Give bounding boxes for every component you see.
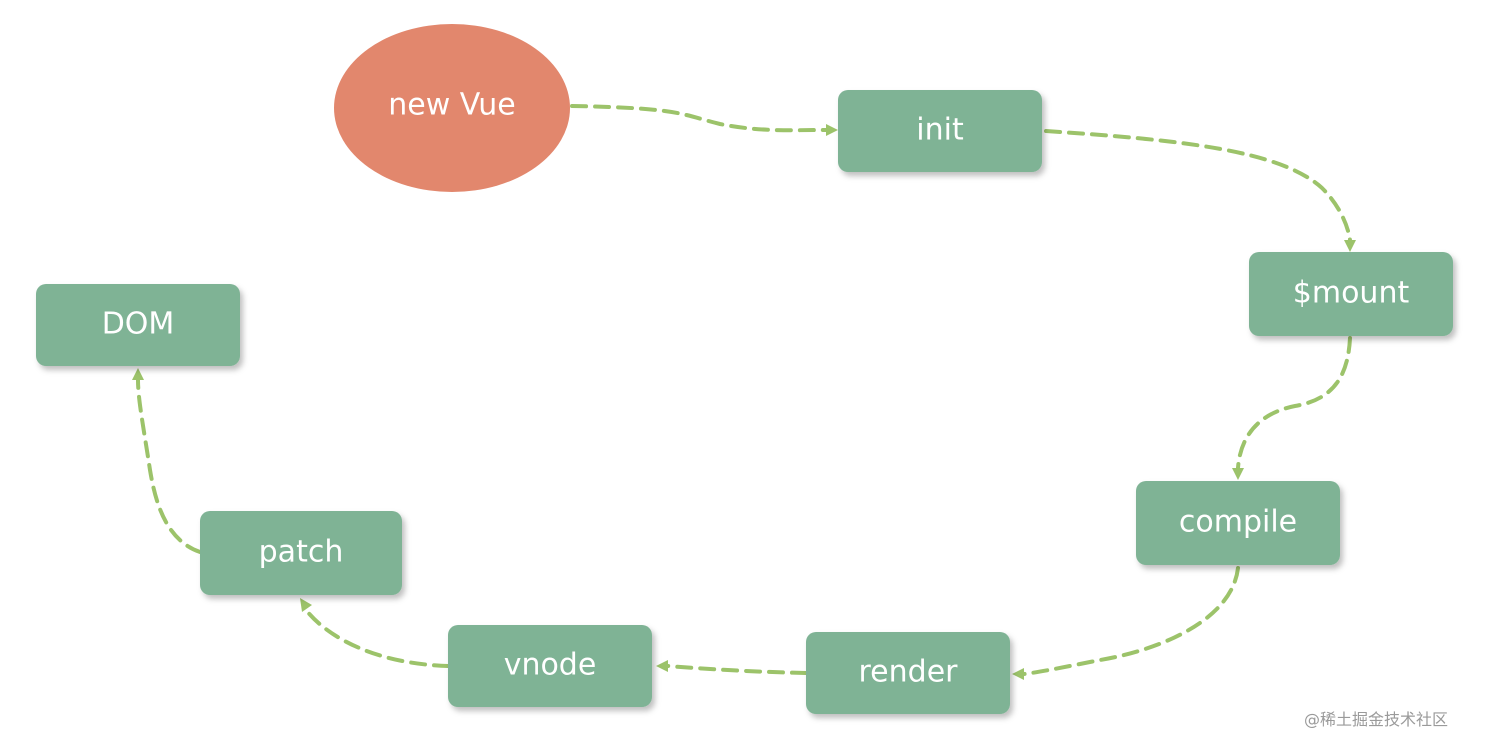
node-render-label: render bbox=[859, 655, 959, 690]
node-dom-shape bbox=[36, 284, 240, 366]
node-init-shape bbox=[838, 90, 1042, 172]
node-patch-shape bbox=[200, 511, 402, 595]
node-new-vue-label: new Vue bbox=[388, 88, 516, 123]
node-patch-label: patch bbox=[259, 535, 344, 570]
arrowhead-compile bbox=[1232, 468, 1244, 480]
node-vnode: vnode bbox=[448, 625, 652, 707]
node-compile: compile bbox=[1136, 481, 1340, 565]
edge-render-to-vnode bbox=[666, 664, 808, 675]
edges bbox=[132, 104, 1356, 680]
node-vnode-label: vnode bbox=[504, 648, 597, 683]
arrowhead-init bbox=[826, 124, 838, 136]
edge-compile-to-render bbox=[1022, 566, 1240, 676]
node-render-shape bbox=[806, 632, 1010, 714]
edge-vnode-to-patch bbox=[304, 608, 450, 668]
node-init: init bbox=[838, 90, 1042, 172]
arrowhead-render bbox=[1012, 668, 1024, 680]
node-compile-shape bbox=[1136, 481, 1340, 565]
node-compile-label: compile bbox=[1179, 505, 1297, 540]
arrowhead-vnode bbox=[656, 660, 668, 672]
node-render: render bbox=[806, 632, 1010, 714]
node-dom: DOM bbox=[36, 284, 240, 366]
node-mount-label: $mount bbox=[1293, 276, 1410, 311]
edge-mount-to-compile bbox=[1236, 336, 1352, 470]
edge-init-to-mount bbox=[1044, 129, 1352, 242]
edge-newvue-to-init bbox=[570, 104, 828, 133]
node-new-vue-shape bbox=[334, 24, 570, 192]
node-patch: patch bbox=[200, 511, 402, 595]
watermark: @稀土掘金技术社区 bbox=[1304, 710, 1449, 729]
node-vnode-shape bbox=[448, 625, 652, 707]
edge-patch-to-dom bbox=[136, 378, 202, 554]
arrowhead-dom bbox=[132, 368, 144, 380]
arrowhead-mount bbox=[1344, 240, 1356, 252]
node-dom-label: DOM bbox=[102, 307, 175, 342]
node-new-vue: new Vue bbox=[334, 24, 570, 192]
node-mount-shape bbox=[1249, 252, 1453, 336]
node-mount: $mount bbox=[1249, 252, 1453, 336]
node-init-label: init bbox=[916, 113, 964, 148]
arrowhead-patch bbox=[300, 598, 312, 612]
